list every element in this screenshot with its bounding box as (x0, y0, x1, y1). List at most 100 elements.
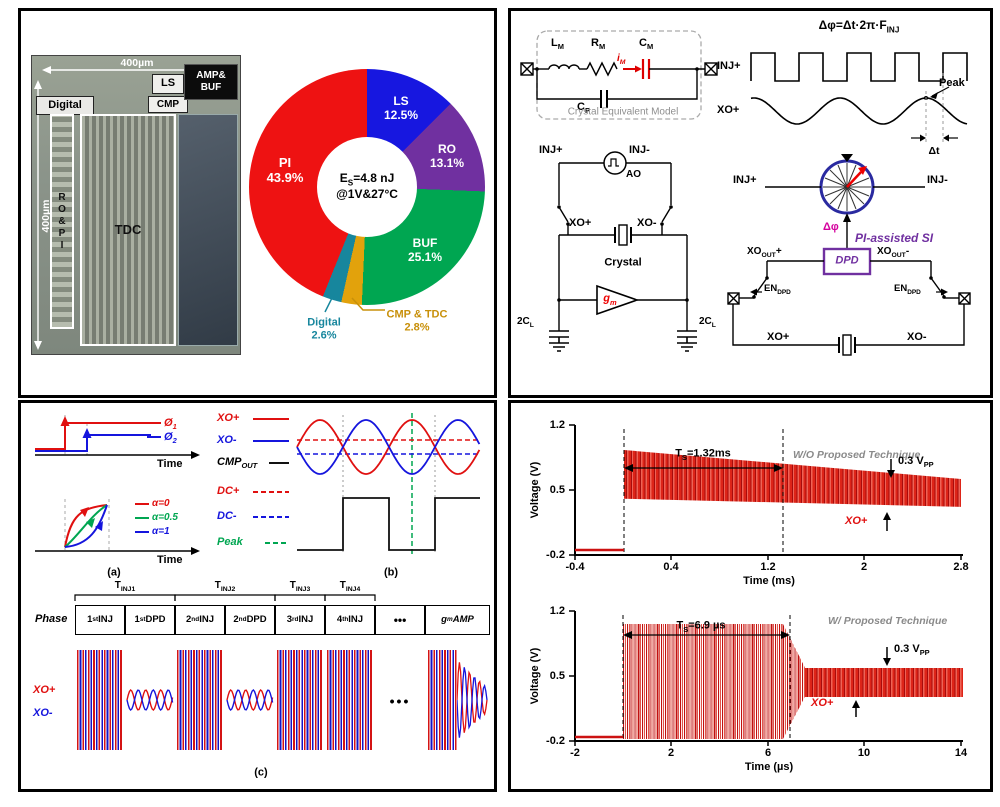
injection-burst-2 (177, 650, 223, 750)
cp-label: CP (577, 101, 590, 116)
si-inj-minus-label: INJ- (927, 174, 948, 186)
cmp-out-legend: CMPOUT (217, 456, 258, 471)
plot1-technique-label: W/O Proposed Technique (793, 449, 921, 461)
osc-xo-plus-label: XO+ (569, 217, 592, 229)
xo-minus-row-label: XO- (33, 707, 53, 719)
plot1-axes (569, 424, 963, 560)
phase-step-diagram (35, 415, 200, 459)
phi2-legend: Ø2 (164, 431, 177, 446)
t-inj3-label: TINJ3 (289, 580, 311, 594)
dpd-label: DPD (835, 254, 859, 267)
die-block-ls: LS (152, 74, 184, 94)
en-dpd-left-label: ENDPD (764, 283, 791, 296)
phi1-legend: Ø1 (164, 417, 177, 432)
plot-graphics (569, 424, 963, 746)
si-inj-plus-label: INJ+ (733, 174, 757, 186)
plot1-x-axis-label: Time (ms) (743, 575, 795, 587)
xo-steady-band-with-technique (805, 668, 963, 697)
cl-left-label: 2CL (517, 316, 534, 329)
comparator-waveforms (253, 413, 481, 555)
time-axis-label-2: Time (157, 554, 183, 566)
plot2-ytick-top: 1.2 (549, 605, 565, 617)
xo-minus-legend: XO- (217, 434, 237, 446)
plot1-ytick-top: 1.2 (549, 419, 565, 431)
donut-callout-cmp-tdc: CMP & TDC 2.8% (386, 308, 448, 333)
plot2-xtick-2: 6 (764, 747, 772, 759)
plot2-technique-label: W/ Proposed Technique (828, 615, 948, 627)
injection-burst-3 (277, 650, 323, 750)
donut-callout-digital: Digital 2.6% (307, 316, 341, 341)
plot1-ytick-bottom: -0.2 (546, 549, 565, 561)
alpha05-legend: α=0.5 (152, 512, 178, 523)
plot2-vpp-annotation: 0.3 VPP (894, 643, 930, 658)
gm-amp-burst (428, 650, 457, 750)
ao-label: AO (626, 169, 641, 180)
xo-out-minus-label: XOOUT- (877, 246, 910, 259)
xo-wave-label: XO+ (717, 104, 740, 116)
tag-b: (b) (383, 566, 399, 579)
phase-cell-ellipsis: ••• (375, 605, 425, 635)
die-block-ro-pi: R O & P I (50, 114, 74, 329)
cl-right-label: 2CL (699, 316, 716, 329)
plot1-xtick-1: 0.4 (663, 561, 679, 573)
phase-sequence-braces (74, 594, 376, 601)
dc-plus-legend: DC+ (217, 485, 240, 497)
die-block-tdc: TDC (80, 114, 176, 346)
crystal-equivalent-model (520, 30, 718, 120)
xo-out-plus-label: XOOUT+ (747, 246, 782, 259)
gm-label: gm (603, 292, 617, 307)
donut-hole (317, 137, 417, 237)
donut-label-ls: LS 12.5% (383, 94, 419, 122)
plot1-xo-label: XO+ (845, 515, 868, 527)
osc-xo-minus-label: XO- (637, 217, 657, 229)
injection-burst-4 (327, 650, 373, 750)
im-label: iM (617, 53, 626, 66)
osc-inj-plus-label: INJ+ (539, 144, 563, 156)
cm-label: CM (639, 37, 654, 52)
oscillator-core (549, 151, 697, 352)
plot2-xtick-1: 2 (667, 747, 675, 759)
tag-a: (a) (107, 566, 121, 579)
alpha-ramp-diagram (35, 499, 200, 555)
dc-minus-legend: DC- (217, 510, 237, 522)
en-dpd-right-label: ENDPD (894, 283, 921, 296)
plot2-ytick-mid: 0.5 (549, 670, 565, 682)
panel-die-and-breakdown: 400µm 400µm Digital LS CMP AMP& BUF R O … (18, 8, 497, 398)
tag-c: (c) (254, 766, 268, 779)
plot2-xo-label: XO+ (811, 697, 834, 709)
inj-wave-label: INJ+ (717, 60, 741, 72)
t-inj2-label: TINJ2 (214, 580, 236, 594)
plot2-xtick-3: 10 (857, 747, 871, 759)
donut-center-label: ES=4.8 nJ@1V&27°C (336, 171, 398, 201)
crystal-label: Crystal (604, 256, 642, 269)
injection-burst-1 (77, 650, 123, 750)
die-micrograph: 400µm 400µm Digital LS CMP AMP& BUF R O … (31, 55, 241, 355)
alpha1-legend: α=1 (152, 526, 170, 537)
delta-t-label: Δt (928, 144, 940, 157)
panel-timing-diagrams: Ø1 Ø2 Time α=0 α=0.5 α=1 Time (a) XO+ XO… (18, 400, 497, 792)
osc-inj-minus-label: INJ- (629, 144, 650, 156)
plot2-xtick-0: -2 (570, 747, 580, 759)
die-block-amp-buf-area (178, 114, 238, 346)
timing-graphics (35, 413, 488, 738)
pi-assisted-si (727, 154, 971, 356)
xo-burst-squiggles (126, 662, 488, 738)
plot1-xtick-0: -0.4 (565, 561, 585, 573)
plot1-ytick-mid: 0.5 (549, 484, 565, 496)
panel-circuits: LM RM CM iM CP Crystal Equivalent Model … (508, 8, 993, 398)
t-inj4-label: TINJ4 (339, 580, 361, 594)
plot1-ts-annotation: TS=1.32ms (675, 447, 731, 462)
plot2-xtick-4: 14 (954, 747, 968, 759)
phase-row-label: Phase (35, 613, 68, 625)
plot1-xtick-4: 2.8 (953, 561, 969, 573)
die-block-cmp: CMP (148, 96, 188, 113)
die-block-digital: Digital (36, 96, 94, 115)
peak-legend: Peak (217, 536, 243, 548)
alpha0-legend: α=0 (152, 498, 170, 509)
xo-plus-row-label: XO+ (33, 684, 56, 696)
